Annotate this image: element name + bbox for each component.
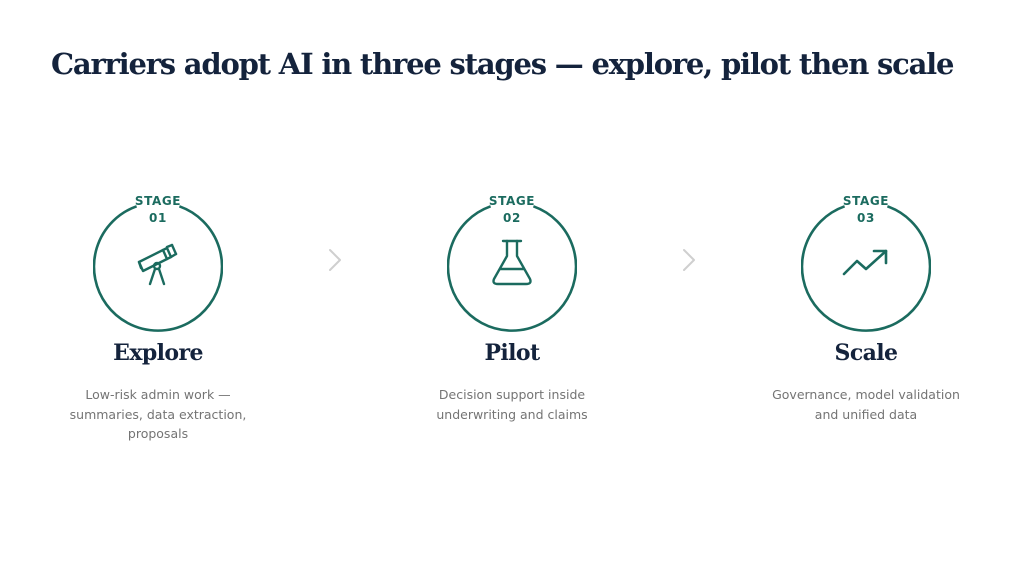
chevron-right-icon xyxy=(682,248,696,272)
stage-name: Explore xyxy=(113,340,203,366)
flask-icon xyxy=(487,238,537,288)
stage-label: STAGE xyxy=(134,194,182,208)
stage-description: Governance, model validation and unified… xyxy=(772,387,960,422)
stage-number: 01 xyxy=(149,211,167,225)
page-title: Carriers adopt AI in three stages — expl… xyxy=(51,47,954,81)
stage-label: STAGE xyxy=(488,194,536,208)
stage-name: Pilot xyxy=(484,340,540,366)
stage-number: 02 xyxy=(503,211,521,225)
stage-pilot: STAGE 02 Pilot Decision support inside u… xyxy=(397,0,627,576)
stage-name: Scale xyxy=(834,340,899,366)
stage-scale: STAGE 03 Scale Governance, model validat… xyxy=(751,0,981,576)
stage-number: 03 xyxy=(857,211,875,225)
telescope-icon xyxy=(133,238,183,288)
stage-label: STAGE xyxy=(842,194,890,208)
stage-ring xyxy=(93,192,223,332)
stage-ring xyxy=(447,192,577,332)
chevron-right-icon xyxy=(328,248,342,272)
trending-up-icon xyxy=(841,238,891,288)
stage-explore: STAGE 01 Explore Low-risk admin work — s… xyxy=(43,0,273,576)
stage-description: Decision support inside underwriting and… xyxy=(436,387,588,422)
stage-description: Low-risk admin work — summaries, data ex… xyxy=(69,387,247,441)
stage-ring xyxy=(801,192,931,332)
